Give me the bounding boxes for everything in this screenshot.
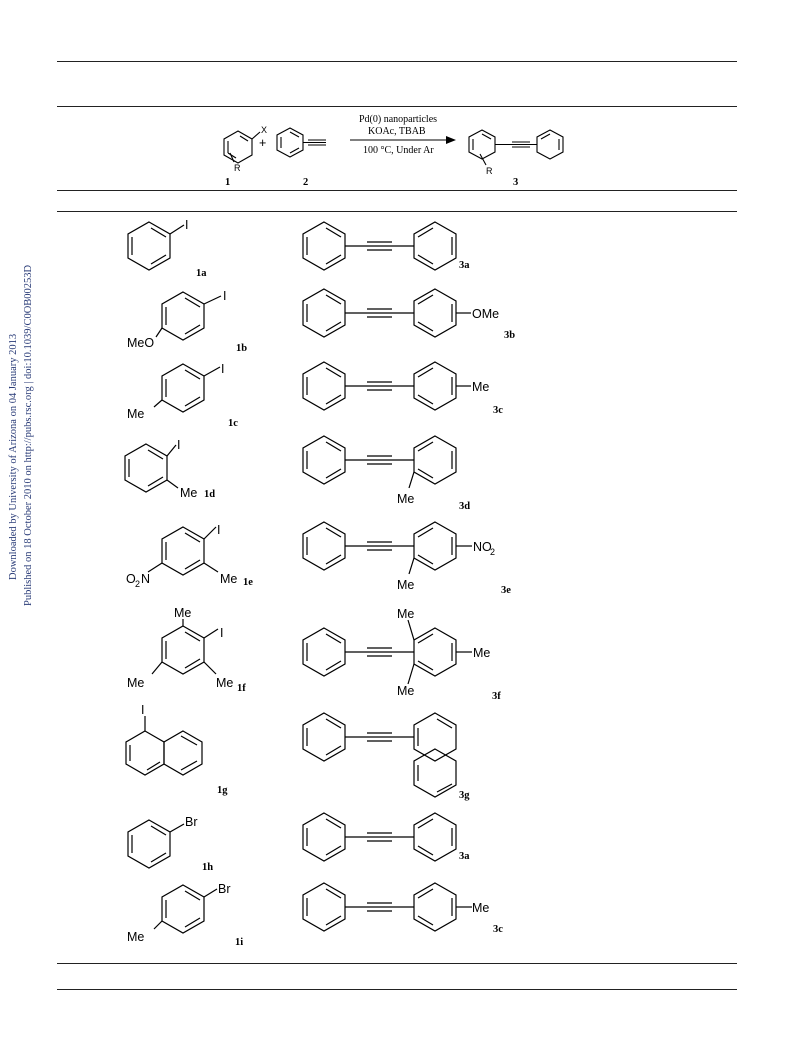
atom-methyl-para-3f: Me: [473, 646, 490, 660]
product-substituent-r: R: [486, 166, 493, 176]
atom-nitro-sub-1e: 2: [135, 579, 140, 589]
product-label-3f: 3f: [492, 691, 501, 702]
substrate-label-1c: 1c: [228, 418, 238, 429]
product-label-3b: 3b: [504, 330, 515, 341]
table-rule-scheme-top: [57, 106, 737, 107]
atom-methyl-right-1f: Me: [216, 676, 233, 690]
substrate-label-1b: 1b: [236, 343, 247, 354]
substrate-label-1a: 1a: [196, 268, 207, 279]
table-rule-top: [57, 61, 737, 62]
atom-iodine-1b: I: [223, 289, 226, 303]
atom-methyl-1i: Me: [127, 930, 144, 944]
table-rule-scheme-bottom: [57, 190, 737, 191]
atom-methyl-3e: Me: [397, 578, 414, 592]
compound-label-2: 2: [303, 177, 308, 188]
substituent-x: X: [261, 125, 267, 135]
atom-methyl-3d: Me: [397, 492, 414, 506]
published-line: Published on 18 October 2010 on http://p…: [23, 264, 34, 606]
atom-methyl-1c: Me: [127, 407, 144, 421]
substrate-label-1f: 1f: [237, 683, 246, 694]
product-label-3a: 3a: [459, 260, 470, 271]
substrate-label-1d: 1d: [204, 489, 215, 500]
atom-methyl-bottom-3f: Me: [397, 684, 414, 698]
condition-base: KOAc, TBAB: [368, 126, 426, 137]
plus-sign: +: [259, 136, 266, 150]
compound-label-3: 3: [513, 177, 518, 188]
atom-methyl-3c: Me: [472, 380, 489, 394]
atom-nitro-3e: NO: [473, 540, 492, 554]
atom-methyl-1d: Me: [180, 486, 197, 500]
atom-nitro-n-1e: N: [141, 572, 150, 586]
atom-methyl-top-3f: Me: [397, 607, 414, 621]
substituent-r: R: [234, 163, 241, 173]
atom-nitro-sub-3e: 2: [490, 547, 495, 557]
atom-methyl-3c-2: Me: [472, 901, 489, 915]
atom-methyl-left-1f: Me: [127, 676, 144, 690]
table-rule-body-bottom: [57, 963, 737, 964]
atom-bromine-1i: Br: [218, 882, 231, 896]
product-label-3d: 3d: [459, 501, 470, 512]
table-rule-body-top: [57, 211, 737, 212]
atom-iodine-1d: I: [177, 438, 180, 452]
condition-temperature: 100 °C, Under Ar: [363, 145, 434, 156]
atom-methyl-1e: Me: [220, 572, 237, 586]
atom-iodine-1f: I: [220, 626, 223, 640]
atom-methoxy-3b: OMe: [472, 307, 499, 321]
atom-iodine-1c: I: [221, 362, 224, 376]
compound-label-1: 1: [225, 177, 230, 188]
reaction-scheme: X R + Pd(0) nanoparticles KOAc, TBAB 100…: [223, 114, 564, 188]
atom-iodine-1e: I: [217, 523, 220, 537]
download-watermark: Downloaded by University of Arizona on 0…: [2, 262, 40, 607]
atom-methoxy-1b: MeO: [127, 336, 154, 350]
downloaded-line: Downloaded by University of Arizona on 0…: [8, 334, 19, 580]
substrate-label-1e: 1e: [243, 577, 253, 588]
condition-catalyst: Pd(0) nanoparticles: [359, 114, 437, 125]
atom-nitro-o-1e: O: [126, 572, 136, 586]
substrate-label-1h: 1h: [202, 862, 213, 873]
product-label-3c-2: 3c: [493, 924, 503, 935]
structures-table: I I MeO OMe I Me Me I Me Me I O 2 N Me N…: [124, 218, 515, 948]
atom-methyl-top-1f: Me: [174, 606, 191, 620]
product-label-3c: 3c: [493, 405, 503, 416]
atom-iodine-1a: I: [185, 218, 188, 232]
substrate-label-1g: 1g: [217, 785, 228, 796]
product-label-3g: 3g: [459, 790, 470, 801]
atom-iodine-1g: I: [141, 703, 144, 717]
atom-bromine-1h: Br: [185, 815, 198, 829]
substrate-label-1i: 1i: [235, 937, 243, 948]
product-label-3e: 3e: [501, 585, 511, 596]
product-label-3a-2: 3a: [459, 851, 470, 862]
table-rule-bottom: [57, 989, 737, 990]
